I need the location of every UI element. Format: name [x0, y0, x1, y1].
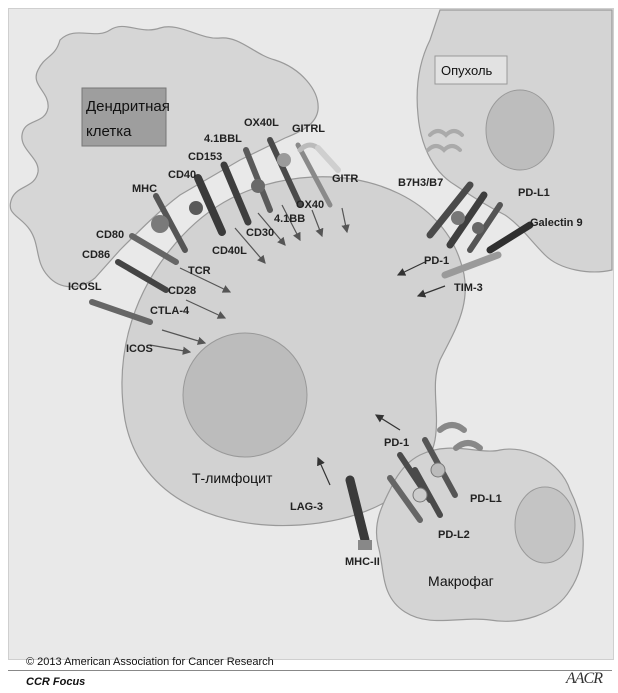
label-cd30: CD30 [246, 227, 274, 239]
dendritic-cell-label-line2: клетка [86, 123, 132, 140]
macrophage-nucleus [515, 487, 575, 563]
copyright-text: © 2013 American Association for Cancer R… [26, 656, 274, 668]
label-b7h3: B7H3/B7 [398, 177, 443, 189]
label-icosl: ICOSL [68, 281, 102, 293]
label-41bb: 4.1BB [274, 213, 305, 225]
label-ox40: OX40 [296, 199, 324, 211]
label-mhc2: MHC-II [345, 556, 380, 568]
label-tcr: TCR [188, 265, 211, 277]
label-pdl1-macrophage: PD-L1 [470, 493, 502, 505]
tumor-label: Опухоль [441, 63, 493, 78]
label-tim3: TIM-3 [454, 282, 483, 294]
label-lag3: LAG-3 [290, 501, 323, 513]
label-pdl1-tumor: PD-L1 [518, 187, 550, 199]
label-cd153: CD153 [188, 151, 222, 163]
label-icos: ICOS [126, 343, 153, 355]
label-ctla4: CTLA-4 [150, 305, 190, 317]
aacr-logo: AACR [566, 670, 602, 688]
label-galectin9: Galectin 9 [530, 217, 583, 229]
label-41bbl: 4.1BBL [204, 133, 242, 145]
t-cell-label: Т-лимфоцит [192, 470, 273, 486]
label-cd28: CD28 [168, 285, 196, 297]
label-cd86: CD86 [82, 249, 110, 261]
journal-name: CCR Focus [26, 676, 85, 688]
label-pdl2: PD-L2 [438, 529, 470, 541]
footer-divider [8, 670, 612, 671]
tumor-nucleus [486, 90, 554, 170]
label-cd40l: CD40L [212, 245, 247, 257]
macrophage-label: Макрофаг [428, 573, 494, 589]
label-mhc: MHC [132, 183, 157, 195]
label-gitrl: GITRL [292, 123, 325, 135]
label-cd80: CD80 [96, 229, 124, 241]
label-pd1-tumor: PD-1 [424, 255, 449, 267]
label-gitr: GITR [332, 173, 358, 185]
label-pd1-macrophage: PD-1 [384, 437, 409, 449]
label-ox40l: OX40L [244, 117, 279, 129]
dendritic-cell-label-line1: Дендритная [86, 98, 170, 115]
t-cell-nucleus [183, 333, 307, 457]
label-cd40: CD40 [168, 169, 196, 181]
